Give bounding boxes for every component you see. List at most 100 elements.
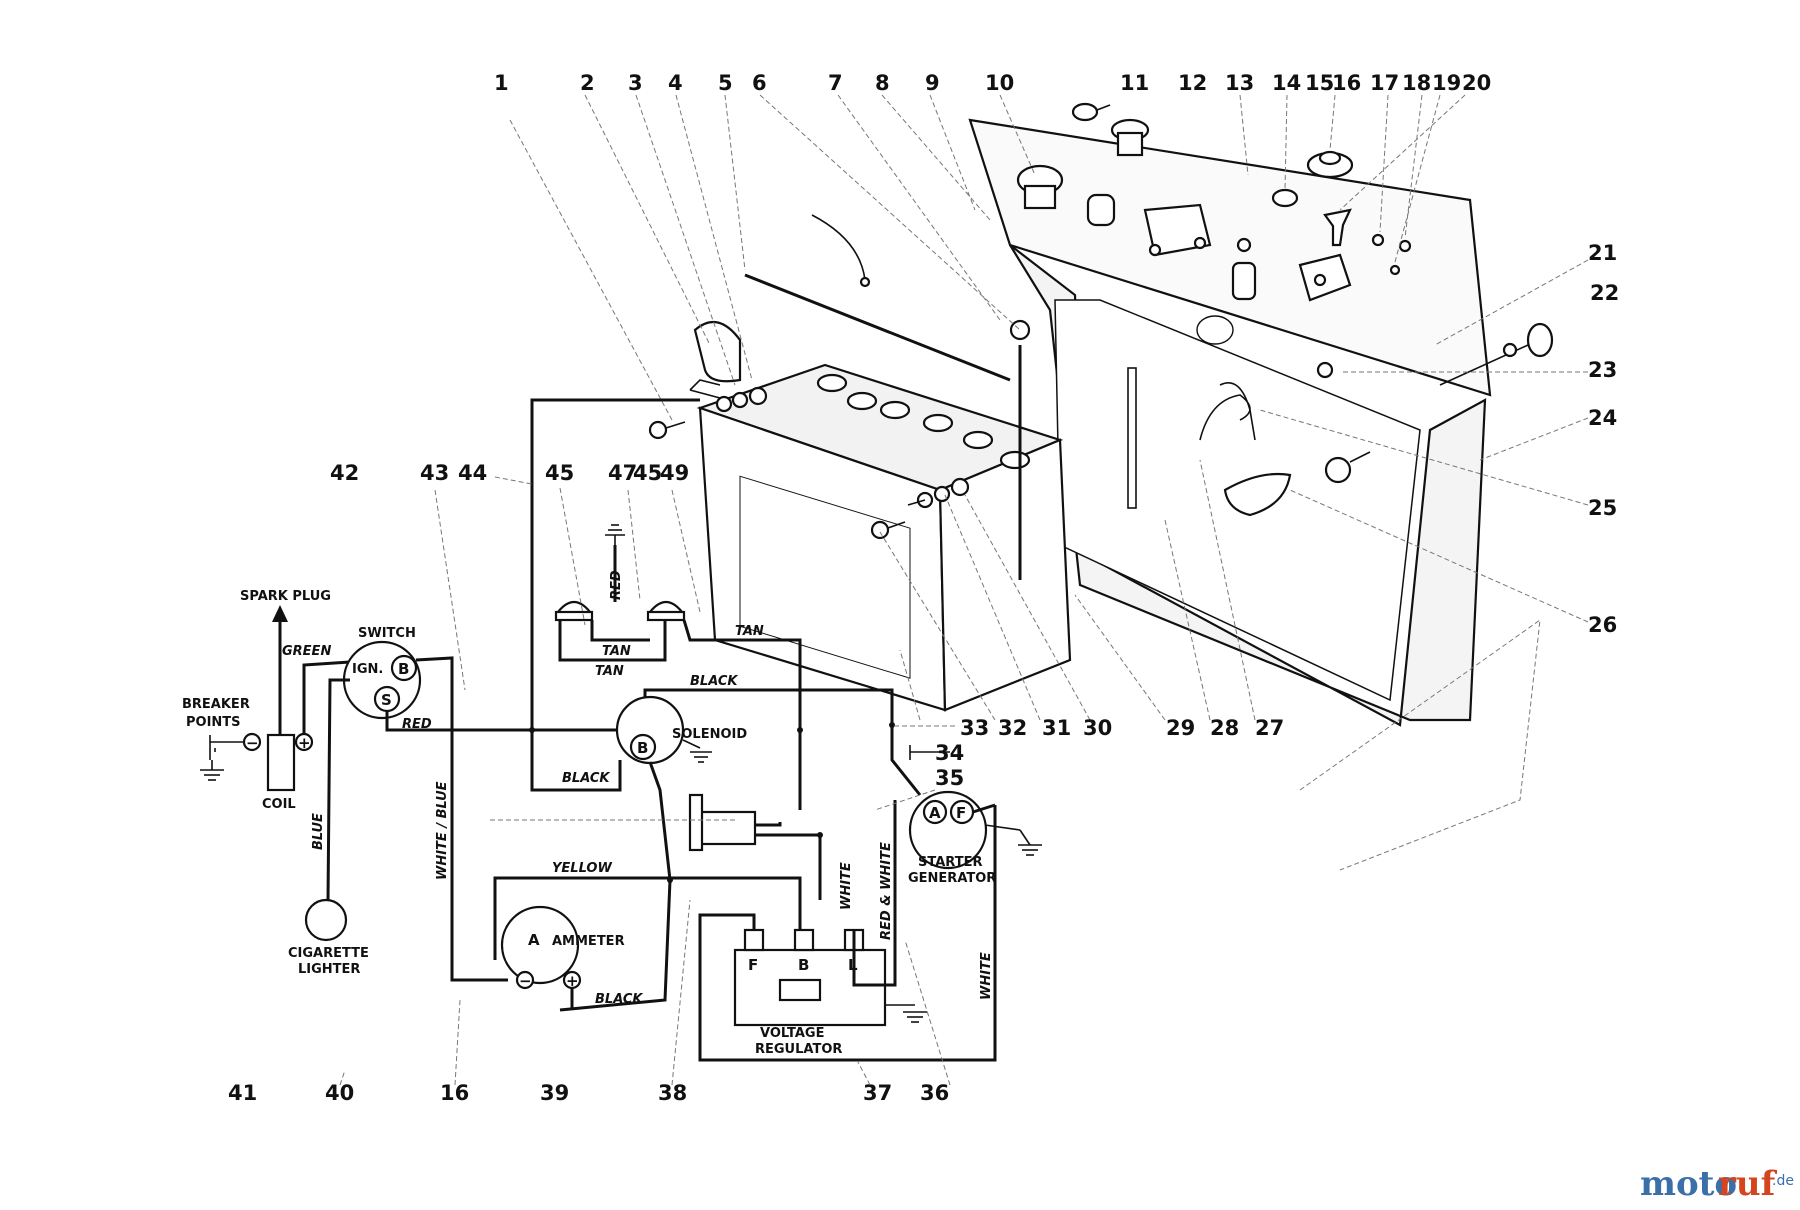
callout-top-3: 4: [668, 71, 683, 95]
lamp-ground-icon: [605, 524, 625, 545]
tan-wire-loop: [558, 620, 667, 662]
battery-label-panel: [739, 475, 911, 679]
callout-right-0: 21: [1588, 241, 1617, 265]
breaker-label-2: POINTS: [186, 715, 241, 730]
callout-midleft-6: 49: [660, 461, 689, 485]
cigarette-lighter: [304, 898, 348, 942]
callout-top-5: 6: [752, 71, 767, 95]
coil-body: [266, 733, 296, 792]
lamp-right: [646, 600, 686, 622]
red-white-wire: [852, 800, 897, 987]
red-white-label: RED & WHITE: [879, 842, 894, 940]
slot: [1127, 367, 1137, 509]
callout-top-10: 11: [1120, 71, 1149, 95]
bolt-right: [870, 520, 906, 540]
tan-label-1: TAN: [602, 644, 631, 659]
callout-top-9: 10: [985, 71, 1014, 95]
cigarette-label-1: CIGARETTE: [288, 946, 369, 961]
green-wire-label: GREEN: [282, 644, 331, 659]
switch-s-terminal: S: [381, 691, 392, 709]
callout-bottom-1: 40: [325, 1081, 354, 1105]
blue-wire: [326, 678, 350, 901]
exploded-view: [509, 94, 1589, 871]
starter-label-2: GENERATOR: [908, 871, 996, 886]
ammeter-minus: −: [519, 972, 532, 990]
starter-label-1: STARTER: [918, 855, 982, 870]
tan-wire-inner: [590, 620, 650, 642]
watermark-suffix: .de: [1772, 1173, 1794, 1189]
nut-23: [1316, 361, 1334, 379]
cable-22: [1439, 322, 1554, 386]
callout-right-3: 24: [1588, 406, 1617, 430]
callout-right-5: 26: [1588, 613, 1617, 637]
callout-top-19: 20: [1462, 71, 1491, 95]
callouts-right-column: 21 22 23 24 25 26: [1588, 241, 1619, 637]
spark-plug-label: SPARK PLUG: [240, 589, 331, 604]
white-right-wire: [698, 805, 997, 1062]
white-reg-label: WHITE: [839, 862, 854, 910]
red-lamp-label: RED: [609, 570, 624, 600]
screws-18-19: [1371, 233, 1412, 276]
regulator-ground-icon: [885, 1004, 927, 1023]
callout-mid-6: 27: [1255, 716, 1284, 740]
regulator-label-1: VOLTAGE: [760, 1026, 825, 1041]
fuse-holder: [693, 810, 757, 846]
red-switch-wire: [385, 711, 625, 732]
callout-top-11: 12: [1178, 71, 1207, 95]
callout-right-2: 23: [1588, 358, 1617, 382]
callout-top-7: 8: [875, 71, 890, 95]
watermark-logo: moto ruf .de: [1640, 1164, 1794, 1204]
light-socket: [1086, 193, 1116, 227]
yellow-wire-label: YELLOW: [552, 861, 612, 876]
callout-right-4: 25: [1588, 496, 1617, 520]
callout-right-1: 22: [1590, 281, 1619, 305]
lamp-left: [554, 600, 594, 622]
battery-terminal-right: [907, 477, 970, 509]
plate-26: [1223, 472, 1292, 517]
callout-top-18: 19: [1432, 71, 1461, 95]
grommet-15: [1271, 188, 1299, 208]
wing-nut: [1009, 319, 1031, 341]
white-blue-label: WHITE / BLUE: [435, 781, 450, 880]
ignition-switch-part: [1016, 164, 1064, 210]
black-ammeter-label: BLACK: [595, 992, 643, 1007]
battery-caps: [816, 373, 1031, 470]
yellow-wire: [493, 876, 802, 960]
dashboard-panel: [968, 118, 1492, 397]
black-top-label: BLACK: [690, 674, 738, 689]
white-blue-wire: [415, 656, 508, 982]
white-right-label: WHITE: [979, 952, 994, 1000]
callout-bottom-3: 39: [540, 1081, 569, 1105]
ammeter: [500, 905, 580, 985]
bracket-21: [1298, 253, 1352, 302]
callout-mid-1: 32: [998, 716, 1027, 740]
callout-top-1: 2: [580, 71, 595, 95]
tan-label-3: TAN: [735, 624, 764, 639]
ammeter-plus: +: [566, 972, 579, 990]
callout-midleft-2: 44: [458, 461, 487, 485]
bolt-left: [648, 420, 686, 440]
callout-35: 35: [935, 766, 964, 790]
callout-mid-2: 31: [1042, 716, 1071, 740]
switch-b-terminal: B: [398, 660, 409, 678]
lamp-socket: [1231, 237, 1257, 301]
watermark-part2: ruf: [1718, 1164, 1778, 1204]
callout-bottom-4: 38: [658, 1081, 687, 1105]
minus-sign: −: [246, 734, 259, 752]
plus-sign: +: [298, 734, 311, 752]
tan-label-2: TAN: [595, 664, 624, 679]
battery-terminal-left: [689, 379, 768, 413]
key: [1071, 102, 1111, 122]
breaker-label-1: BREAKER: [182, 697, 250, 712]
callout-midleft-5: 45: [633, 461, 662, 485]
cigarette-lighter-part: [1324, 451, 1371, 484]
callout-bottom-5: 37: [863, 1081, 892, 1105]
callout-top-8: 9: [925, 71, 940, 95]
switch-label: SWITCH: [358, 626, 416, 641]
callout-top-13: 14: [1272, 71, 1301, 95]
callout-mid-4: 29: [1166, 716, 1195, 740]
watermark-part1: moto: [1640, 1164, 1737, 1204]
